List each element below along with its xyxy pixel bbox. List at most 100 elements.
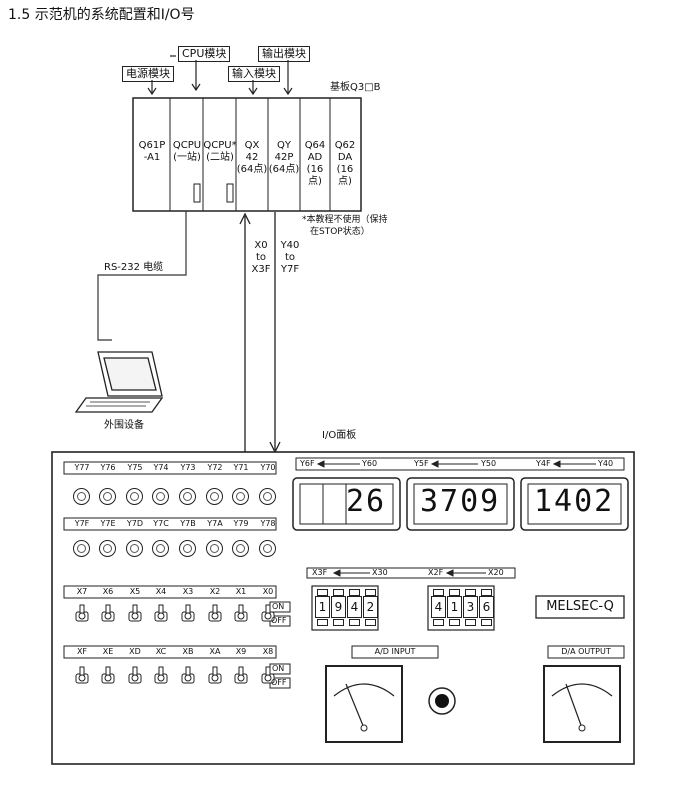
display2-left: Y5F	[414, 459, 429, 468]
io-label: XC	[155, 647, 167, 656]
display1-left: Y6F	[300, 459, 315, 468]
base-label: 基板Q3□B	[330, 82, 381, 93]
io-label: XA	[209, 647, 221, 656]
io-label: X4	[155, 587, 167, 596]
io-label: Y73	[180, 463, 196, 472]
output-lamp	[126, 488, 143, 505]
toggle-switch[interactable]	[74, 666, 90, 684]
off-label-2: OFF	[271, 678, 287, 687]
digit-switch-value[interactable]: 9	[331, 596, 346, 618]
slot-power: Q61P-A1	[138, 140, 166, 163]
io-label: Y7C	[153, 519, 169, 528]
output-lamp	[152, 540, 169, 557]
brand-label: MELSEC-Q	[546, 599, 614, 614]
toggle-switch[interactable]	[233, 604, 249, 622]
toggle-switch[interactable]	[207, 604, 223, 622]
output-lamp	[126, 540, 143, 557]
display3-right: Y40	[598, 459, 614, 468]
digit-switch-value[interactable]: 3	[463, 596, 478, 618]
on-label-2: ON	[272, 664, 285, 673]
digit-up-button[interactable]	[449, 589, 460, 596]
io-label: Y7B	[180, 519, 196, 528]
digit-down-button[interactable]	[433, 619, 444, 626]
toggle-switch[interactable]	[127, 604, 143, 622]
dswitch2-left: X2F	[428, 568, 444, 577]
io-label: X5	[129, 587, 141, 596]
io-label: Y76	[100, 463, 116, 472]
io-label: X0	[262, 587, 274, 596]
digit-up-button[interactable]	[365, 589, 376, 596]
power-module-tag: 电源模块	[122, 66, 174, 82]
io-label: X3	[182, 587, 194, 596]
io-label: Y74	[153, 463, 169, 472]
toggle-switch[interactable]	[100, 666, 116, 684]
digit-up-button[interactable]	[433, 589, 444, 596]
digit-switch-value[interactable]: 4	[347, 596, 362, 618]
slot-cpu2: QCPU*(二站)	[203, 140, 237, 163]
toggle-switch[interactable]	[180, 604, 196, 622]
digit-down-button[interactable]	[465, 619, 476, 626]
digit-up-button[interactable]	[333, 589, 344, 596]
toggle-switch[interactable]	[100, 604, 116, 622]
io-label: Y70	[260, 463, 276, 472]
display1-right: Y60	[362, 459, 378, 468]
output-lamp	[206, 540, 223, 557]
digit-switch-value[interactable]: 2	[363, 596, 378, 618]
digit-down-button[interactable]	[317, 619, 328, 626]
digit-down-button[interactable]	[365, 619, 376, 626]
toggle-switch[interactable]	[153, 604, 169, 622]
display2-right: Y50	[481, 459, 497, 468]
io-label: Y7E	[100, 519, 116, 528]
toggle-switch[interactable]	[207, 666, 223, 684]
digit-switch-value[interactable]: 1	[315, 596, 330, 618]
output-lamp	[179, 540, 196, 557]
digit-down-button[interactable]	[349, 619, 360, 626]
toggle-switch[interactable]	[153, 666, 169, 684]
io-label: X8	[262, 647, 274, 656]
io-label: Y75	[127, 463, 143, 472]
digit-down-button[interactable]	[333, 619, 344, 626]
digit-up-button[interactable]	[349, 589, 360, 596]
output-lamp	[179, 488, 196, 505]
display-2: 3709	[420, 484, 501, 519]
dswitch1-right: X30	[372, 568, 388, 577]
toggle-switch[interactable]	[74, 604, 90, 622]
digit-down-button[interactable]	[449, 619, 460, 626]
digit-switch-value[interactable]: 6	[479, 596, 494, 618]
dswitch2-right: X20	[488, 568, 504, 577]
digit-down-button[interactable]	[481, 619, 492, 626]
io-label: Y79	[233, 519, 249, 528]
io-label: Y78	[260, 519, 276, 528]
toggle-switch[interactable]	[127, 666, 143, 684]
output-lamp	[99, 540, 116, 557]
output-lamp	[232, 540, 249, 557]
digit-up-button[interactable]	[465, 589, 476, 596]
io-label: Y7A	[207, 519, 223, 528]
toggle-switch[interactable]	[180, 666, 196, 684]
digit-switch-value[interactable]: 1	[447, 596, 462, 618]
toggle-switch[interactable]	[260, 604, 276, 622]
io-label: X9	[235, 647, 247, 656]
io-label: XF	[76, 647, 88, 656]
note: *本教程不使用（保持在STOP状态）	[302, 215, 388, 237]
digit-up-button[interactable]	[317, 589, 328, 596]
toggle-switch[interactable]	[233, 666, 249, 684]
display3-left: Y4F	[536, 459, 551, 468]
io-label: X1	[235, 587, 247, 596]
output-lamp	[206, 488, 223, 505]
io-label: X6	[102, 587, 114, 596]
digit-switch-value[interactable]: 4	[431, 596, 446, 618]
display-1: 26	[346, 484, 387, 519]
output-lamp	[259, 488, 276, 505]
io-label: Y72	[207, 463, 223, 472]
io-label: Y71	[233, 463, 249, 472]
page-title: 1.5 示范机的系统配置和I/O号	[8, 7, 195, 23]
toggle-switch[interactable]	[260, 666, 276, 684]
ad-input-label: A/D INPUT	[374, 647, 416, 656]
digit-up-button[interactable]	[481, 589, 492, 596]
dswitch1-left: X3F	[312, 568, 328, 577]
io-label: XE	[102, 647, 114, 656]
